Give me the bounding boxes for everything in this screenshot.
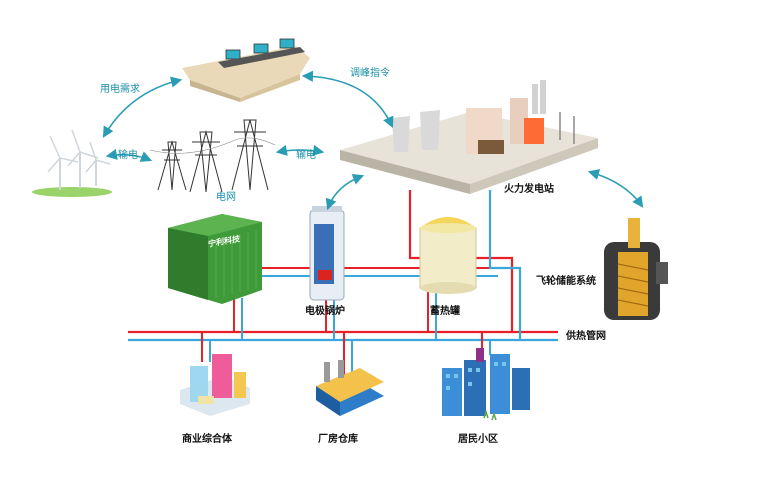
peak-command-label: 调峰指令	[350, 68, 390, 79]
electrode-boiler-illustration	[309, 206, 345, 301]
grid-label: 电网	[216, 192, 236, 203]
arrow-demand	[102, 76, 183, 138]
flow-arrows	[102, 70, 644, 211]
factory-illustration	[316, 360, 384, 416]
electrode-boiler-label: 电极锅炉	[305, 306, 345, 317]
arrow-plant-boiler	[325, 173, 365, 211]
factory-label: 厂房仓库	[318, 434, 358, 445]
arrow-transmission-left	[105, 148, 153, 162]
plant-return-loop	[488, 190, 522, 340]
heat-network-label: 供热管网	[566, 331, 606, 342]
heat-tank-illustration	[419, 217, 477, 294]
arrow-peak-command	[301, 70, 394, 129]
arrow-plant-flywheel	[587, 169, 644, 208]
transmission-left-label: 输电	[118, 150, 138, 161]
transmission-towers-illustration	[149, 119, 276, 193]
power-demand-label: 用电需求	[100, 84, 140, 95]
wind-turbines-illustration	[32, 129, 112, 197]
thermal-plant-illustration	[340, 80, 598, 194]
heat-network-pipes	[128, 190, 558, 378]
commercial-label: 商业综合体	[182, 434, 232, 445]
residential-illustration	[442, 348, 530, 421]
control-room-illustration	[182, 38, 310, 102]
arrow-transmission-right	[275, 144, 325, 156]
heat-tank-label: 蓄热罐	[430, 306, 460, 317]
residential-label: 居民小区	[458, 434, 498, 445]
flywheel-illustration	[604, 218, 668, 320]
green-container-illustration	[168, 214, 262, 304]
transmission-right-label: 输电	[296, 150, 316, 161]
flywheel-label: 飞轮储能系统	[536, 276, 596, 287]
thermal-plant-label: 火力发电站	[504, 184, 554, 195]
commercial-complex-illustration	[180, 354, 250, 416]
